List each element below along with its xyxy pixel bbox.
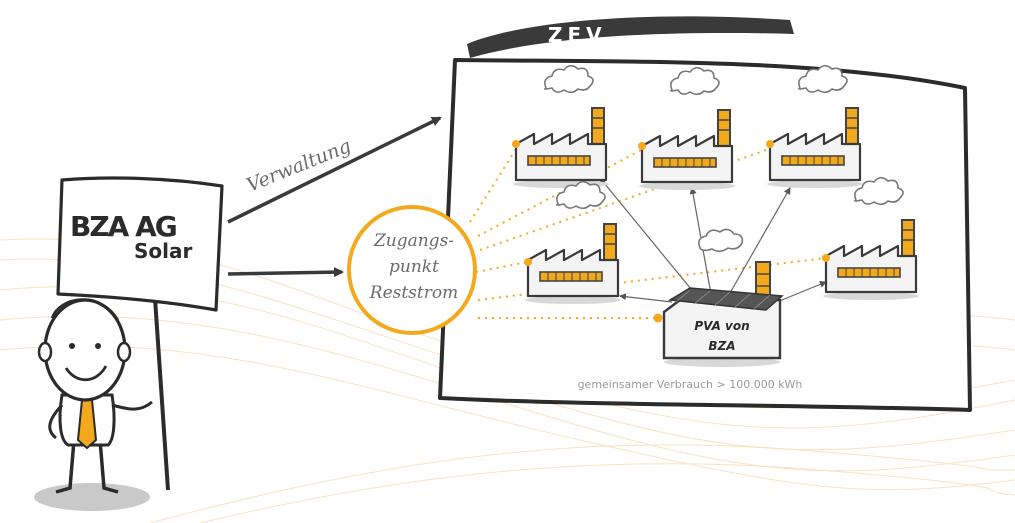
zev-title: ZEV — [548, 23, 607, 47]
mascot-character — [34, 298, 153, 511]
access-point: Zugangs- punkt Reststrom — [347, 205, 477, 335]
dotted-connections — [469, 145, 827, 319]
access-point-line2: punkt — [389, 257, 439, 277]
factory-top-right — [765, 64, 865, 190]
company-name: BZA AG — [70, 210, 176, 243]
factory-middle-left — [523, 180, 623, 306]
consumption-caption: gemeinsamer Verbrauch > 100.000 kWh — [578, 378, 803, 391]
pva-label-line1: PVA von — [694, 319, 749, 333]
access-point-line1: Zugangs- — [373, 231, 454, 251]
factory-top-left — [511, 64, 611, 190]
access-point-line3: Reststrom — [369, 283, 458, 303]
factory-top-middle — [637, 66, 737, 192]
pva-label-line2: BZA — [708, 339, 735, 353]
company-sub: Solar — [134, 239, 192, 263]
pva-building: PVA von BZA — [653, 228, 784, 367]
company-flag: BZA AG Solar — [56, 176, 224, 491]
factory-middle-right — [821, 176, 921, 302]
